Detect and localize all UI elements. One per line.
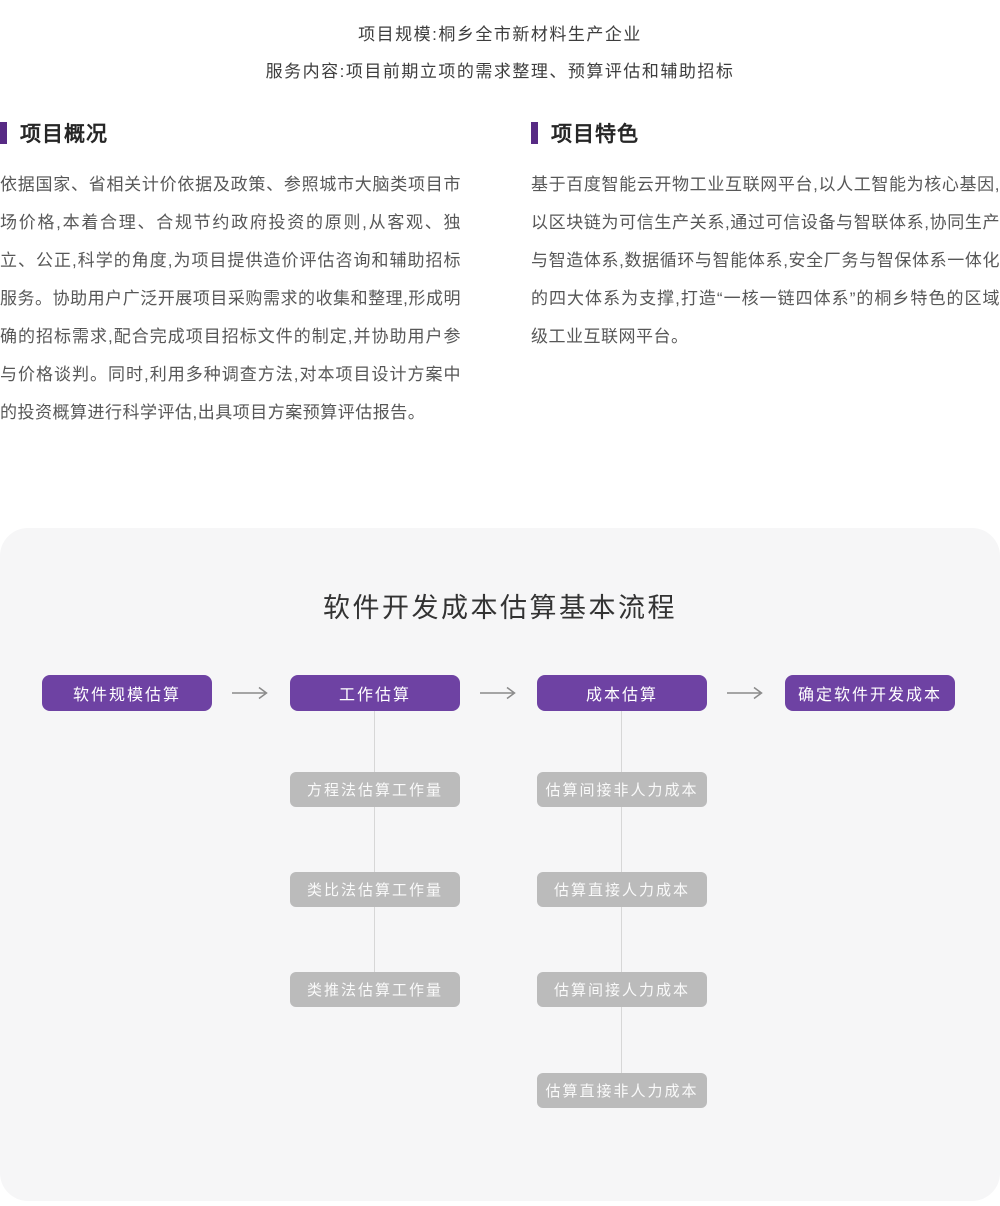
- section-project-features: 项目特色 基于百度智能云开物工业互联网平台,以人工智能为核心基因,以区块链为可信…: [531, 119, 1000, 356]
- flowchart-title: 软件开发成本估算基本流程: [323, 593, 677, 623]
- step-box-work-estimation: 工作估算: [290, 675, 460, 711]
- section-title: 项目特色: [551, 123, 639, 146]
- sub-box-analogy-method: 类比法估算工作量: [290, 872, 460, 907]
- step-box-software-scale-estimation: 软件规模估算: [42, 675, 212, 711]
- section-project-overview: 项目概况 依据国家、省相关计价依据及政策、参照城市大脑类项目市场价格,本着合理、…: [0, 119, 461, 432]
- service-content-line: 服务内容:项目前期立项的需求整理、预算评估和辅助招标: [265, 62, 735, 81]
- step-box-determine-dev-cost: 确定软件开发成本: [785, 675, 955, 711]
- right-arrow-icon: [480, 686, 516, 700]
- project-scale-line: 项目规模:桐乡全市新材料生产企业: [358, 25, 642, 44]
- accent-bar: [0, 122, 7, 144]
- section-body-text: 基于百度智能云开物工业互联网平台,以人工智能为核心基因,以区块链为可信生产关系,…: [531, 175, 1000, 346]
- right-arrow-icon: [727, 686, 763, 700]
- sub-box-indirect-nonlabor-cost: 估算间接非人力成本: [537, 772, 707, 807]
- flowchart-card: 软件开发成本估算基本流程 软件规模估算 工作估算 成本估算 确定软件开发成本 方…: [0, 528, 1000, 1201]
- accent-bar: [531, 122, 538, 144]
- sub-box-indirect-labor-cost: 估算间接人力成本: [537, 972, 707, 1007]
- step-box-cost-estimation: 成本估算: [537, 675, 707, 711]
- sub-box-direct-labor-cost: 估算直接人力成本: [537, 872, 707, 907]
- right-arrow-icon: [232, 686, 268, 700]
- connector-line-work: [374, 711, 375, 973]
- project-meta: 项目规模:桐乡全市新材料生产企业 服务内容:项目前期立项的需求整理、预算评估和辅…: [0, 16, 1000, 90]
- sub-box-extrapolation-method: 类推法估算工作量: [290, 972, 460, 1007]
- section-title: 项目概况: [20, 123, 108, 146]
- section-header: 项目概况: [0, 119, 461, 147]
- section-body-text: 依据国家、省相关计价依据及政策、参照城市大脑类项目市场价格,本着合理、合规节约政…: [0, 175, 461, 422]
- section-header: 项目特色: [531, 119, 1000, 147]
- sub-box-direct-nonlabor-cost: 估算直接非人力成本: [537, 1073, 707, 1108]
- sub-box-equation-method: 方程法估算工作量: [290, 772, 460, 807]
